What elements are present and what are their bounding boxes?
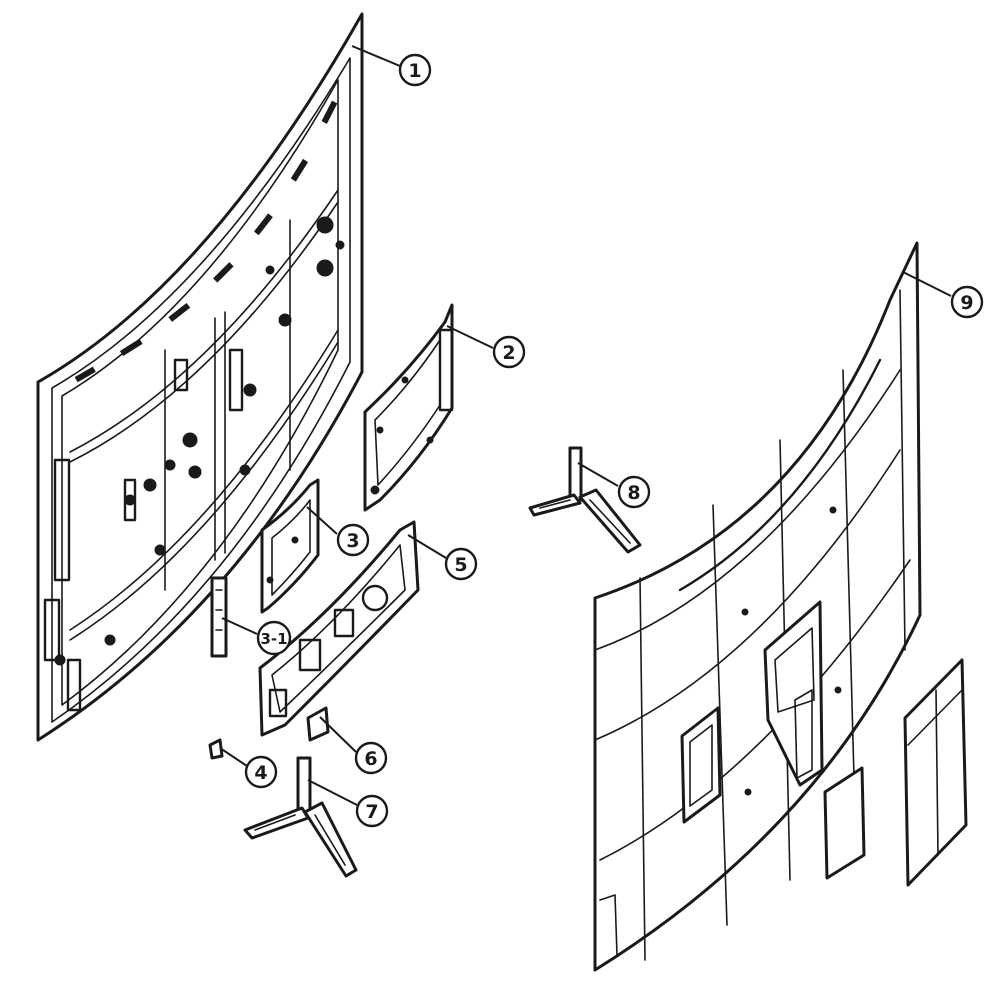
- part-9-rear-cover: [593, 241, 968, 972]
- callout-1: 1: [398, 53, 432, 87]
- callout-9-label: 9: [960, 292, 973, 314]
- callout-7: 7: [355, 794, 389, 828]
- part-3-1-bracket: [210, 576, 228, 658]
- callout-3-label: 3: [346, 530, 359, 552]
- leader-1: [351, 45, 401, 67]
- callout-2-label: 2: [502, 342, 515, 364]
- part-7-stand-left: [243, 756, 358, 878]
- part-5-terminal-bracket: [258, 520, 420, 737]
- part-3-small-board: [260, 478, 320, 614]
- leader-9: [902, 271, 952, 297]
- callout-9: 9: [950, 285, 984, 319]
- callout-8: 8: [617, 475, 651, 509]
- leader-8: [577, 462, 619, 487]
- callout-5: 5: [444, 547, 478, 581]
- callout-3-1-label: 3-1: [260, 630, 287, 648]
- callout-7-label: 7: [365, 801, 378, 823]
- leader-6: [319, 716, 357, 753]
- callout-4-label: 4: [254, 762, 267, 784]
- part-2-main-board: [363, 303, 454, 512]
- callout-2: 2: [492, 335, 526, 369]
- callout-4: 4: [244, 755, 278, 789]
- callout-6: 6: [354, 741, 388, 775]
- part-1-rear-chassis: [36, 12, 364, 742]
- leader-4: [219, 747, 248, 767]
- part-6-small-part: [306, 706, 330, 742]
- callout-8-label: 8: [627, 482, 640, 504]
- leader-7: [307, 779, 358, 806]
- leader-3: [306, 506, 338, 535]
- leader-3-1: [221, 617, 258, 635]
- callout-6-label: 6: [364, 748, 377, 770]
- callout-3: 3: [336, 523, 370, 557]
- leader-lines: [219, 45, 952, 806]
- part-8-stand-right: [528, 446, 642, 554]
- callout-5-label: 5: [454, 554, 467, 576]
- leader-5: [407, 534, 447, 559]
- part-4-clip: [208, 738, 224, 760]
- callout-1-label: 1: [408, 60, 421, 82]
- callout-3-1: 3-1: [256, 620, 292, 656]
- leader-2: [446, 325, 494, 349]
